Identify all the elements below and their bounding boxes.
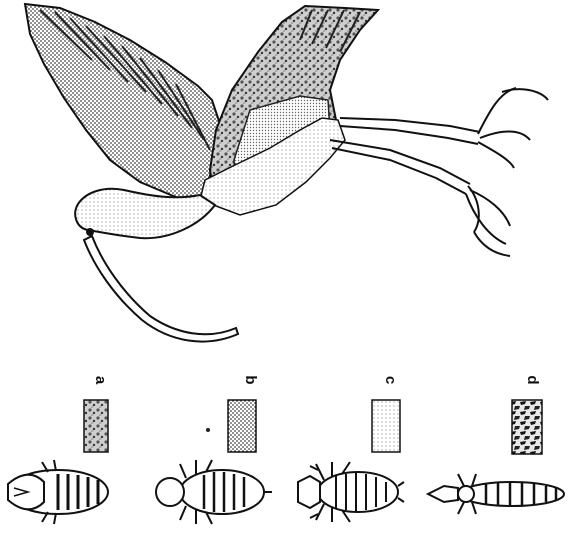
bird-neck [75,189,215,238]
panel-d: d [428,375,564,514]
panel-c-louse [298,462,404,522]
far-wing [25,4,222,198]
panel-d-label: d [524,375,541,384]
panel-c-label: c [382,376,399,384]
panel-c-swatch [372,400,400,452]
panel-b-swatch [228,400,256,452]
ibis-illustration [25,4,548,342]
panel-d-louse [428,474,564,514]
panel-b-louse [156,460,272,524]
panel-b-label: b [242,375,259,384]
panel-b: b [156,375,272,524]
panel-a-louse [8,460,108,524]
panel-a: a [8,376,109,524]
bird-eye [86,228,94,236]
bird-legs [330,88,548,256]
panel-a-label: a [92,376,109,385]
bird-bill [84,236,238,342]
panel-d-swatch [512,400,542,454]
panel-c: c [298,376,404,522]
panel-b-dot [206,428,210,432]
panel-a-swatch [84,400,108,452]
